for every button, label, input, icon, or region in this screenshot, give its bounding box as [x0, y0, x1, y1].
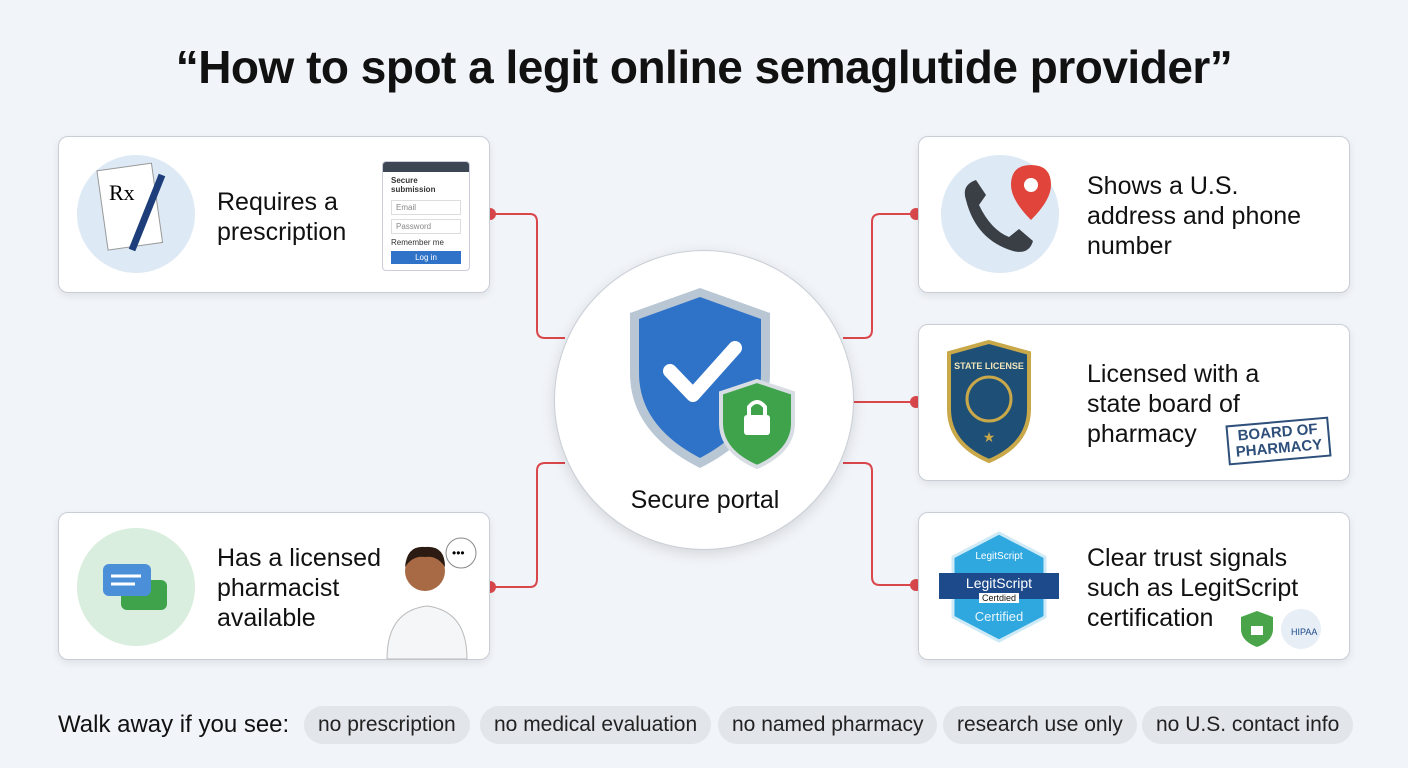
hipaa-badge: HIPAA [1281, 609, 1321, 649]
red-flag-pill: research use only [943, 706, 1137, 744]
lock-shield-icon [719, 378, 795, 470]
hub-label: Secure portal [630, 486, 780, 514]
pharmacist-avatar-icon: ••• [386, 537, 477, 660]
secure-portal-hub: Secure portal [554, 250, 854, 550]
shield-check-icon [630, 288, 795, 470]
legitscript-badge: LegitScript LegitScript Certdied Certifi… [939, 531, 1059, 643]
card-trust-signals: LegitScript LegitScript Certdied Certifi… [918, 512, 1350, 660]
svg-text:★: ★ [983, 429, 996, 445]
email-field: Email [391, 200, 461, 215]
red-flag-pill: no named pharmacy [718, 706, 938, 744]
svg-text:Rx: Rx [109, 180, 135, 205]
badge-name: LegitScript [965, 575, 1033, 591]
badge-brand: LegitScript [975, 551, 1023, 562]
card-text-line: available [217, 604, 316, 632]
walk-away-label: Walk away if you see: [58, 711, 290, 738]
card-text-line: Shows a U.S. [1087, 172, 1239, 200]
card-text-line: pharmacist [217, 574, 340, 602]
badge-tag: Certdied [979, 593, 1019, 603]
board-of-pharmacy-stamp: BOARD OF PHARMACY [1225, 416, 1332, 466]
state-license-badge-icon: STATE LICENSE ★ [947, 339, 1031, 464]
login-button: Log in [391, 251, 461, 264]
phone-location-icon [941, 155, 1059, 273]
connector-address [843, 213, 916, 339]
badge-status: Certified [974, 609, 1024, 624]
connector-trust [843, 462, 916, 586]
card-text-line: Requires a [217, 188, 338, 216]
connector-prescription [490, 213, 565, 339]
card-text-line: pharmacy [1087, 420, 1197, 448]
card-text-line: Licensed with a [1087, 360, 1260, 388]
card-text-line: Clear trust signals [1087, 544, 1288, 572]
password-field: Password [391, 219, 461, 234]
card-requires-prescription: Rx Requires a prescription Secure submis… [58, 136, 490, 293]
svg-text:•••: ••• [452, 546, 465, 560]
prescription-icon: Rx [77, 155, 195, 273]
chat-bubbles-icon [77, 528, 195, 646]
red-flag-pill: no prescription [304, 706, 470, 744]
card-state-license: STATE LICENSE ★ Licensed with a state bo… [918, 324, 1350, 481]
card-text-line: such as LegitScript [1087, 574, 1299, 602]
badge-text: STATE LICENSE [954, 361, 1024, 371]
red-flag-pill: no U.S. contact info [1142, 706, 1354, 744]
card-text-line: certification [1087, 604, 1214, 632]
red-flag-pill: no medical evaluation [480, 706, 712, 744]
lock-shield-icon [1241, 611, 1273, 647]
card-text-line: state board of [1087, 390, 1240, 418]
card-text-line: prescription [217, 218, 347, 246]
card-licensed-pharmacist: Has a licensed pharmacist available ••• [58, 512, 490, 660]
card-text-line: Has a licensed [217, 544, 381, 572]
card-text-line: number [1087, 232, 1172, 260]
connector-pharmacist [490, 462, 565, 588]
card-us-address-phone: Shows a U.S. address and phone number [918, 136, 1350, 293]
login-form-mock: Secure submission Email Password Remembe… [382, 161, 470, 271]
login-title: Secure submission [391, 176, 436, 194]
card-text-line: address and phone [1087, 202, 1302, 230]
remember-checkbox: Remember me [391, 238, 444, 247]
page-title: “How to spot a legit online semaglutide … [175, 41, 1233, 93]
